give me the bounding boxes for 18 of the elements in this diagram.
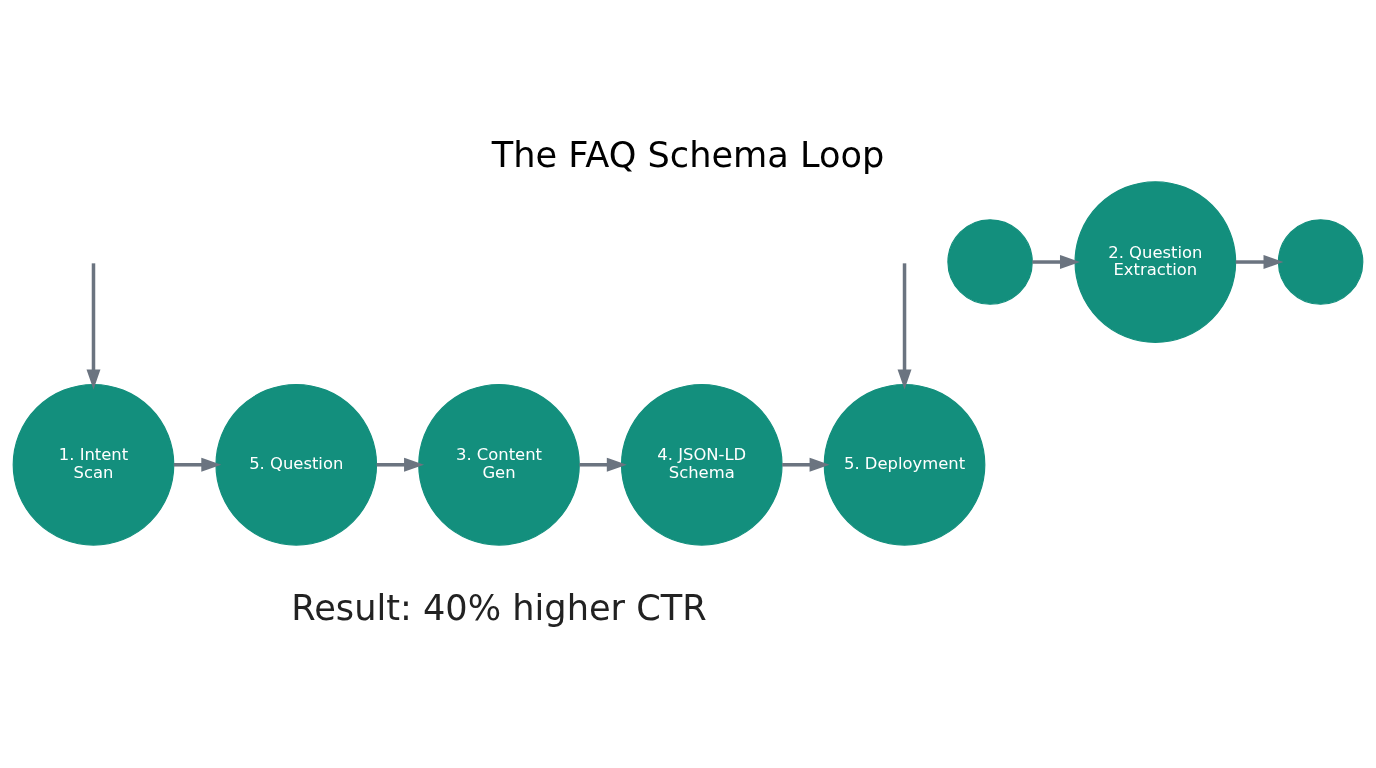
arrow bbox=[376, 457, 425, 472]
node-circle bbox=[947, 218, 1033, 305]
node-circle bbox=[1277, 218, 1364, 305]
node-circle: 2. Question Extraction bbox=[1074, 180, 1237, 343]
arrow bbox=[1235, 254, 1284, 269]
node-circle: 3. Content Gen bbox=[418, 383, 580, 546]
arrow bbox=[173, 457, 222, 472]
arrow bbox=[782, 457, 830, 472]
caption: Result: 40% higher CTR bbox=[291, 586, 707, 628]
node-circle: 1. Intent Scan bbox=[12, 383, 175, 546]
node-circle: 5. Deployment bbox=[823, 383, 986, 546]
arrow bbox=[86, 262, 101, 389]
arrow bbox=[1032, 254, 1080, 269]
diagram-title: The FAQ Schema Loop bbox=[491, 133, 885, 174]
arrow bbox=[897, 262, 912, 389]
node-circle: 4. JSON-LD Schema bbox=[620, 383, 783, 546]
node-circle: 5. Question bbox=[215, 383, 378, 546]
arrow bbox=[579, 457, 627, 472]
